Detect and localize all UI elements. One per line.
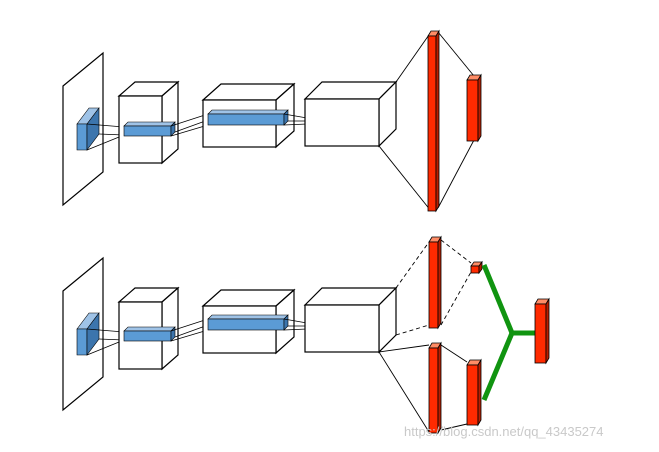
merged-output-fc-layer (534, 297, 550, 365)
branch-b-projection-lines (378, 344, 468, 433)
filter-projection-lines-3 (283, 318, 308, 331)
branch-a-fc-layer-1 (428, 235, 442, 330)
top-network (62, 29, 482, 213)
input-filter-kernel (76, 107, 100, 151)
conv-block-2-feature-bar (207, 109, 289, 126)
fc-layer-1 (427, 29, 440, 213)
fc-layer-2 (466, 73, 482, 143)
conv-block-1-feature-bar (123, 326, 176, 342)
branch-a-projection-lines (395, 239, 472, 336)
conv-block-2-feature-bar (207, 314, 289, 331)
branch-a-fc-layer-2 (470, 260, 483, 275)
conv-block-1-feature-bar (123, 121, 176, 137)
watermark-url: https://blog.csdn.net/qq_43435274 (404, 424, 604, 439)
branch-b-fc-layer-1 (428, 341, 442, 435)
filter-projection-lines-3 (283, 113, 308, 126)
conv-block-3 (303, 286, 398, 354)
fc-projection-lines-top (378, 31, 475, 212)
bottom-network (62, 235, 550, 435)
branch-b-fc-layer-2 (466, 358, 482, 427)
input-filter-kernel (76, 312, 100, 356)
conv-block-3 (303, 80, 398, 148)
merge-connector (481, 264, 537, 401)
